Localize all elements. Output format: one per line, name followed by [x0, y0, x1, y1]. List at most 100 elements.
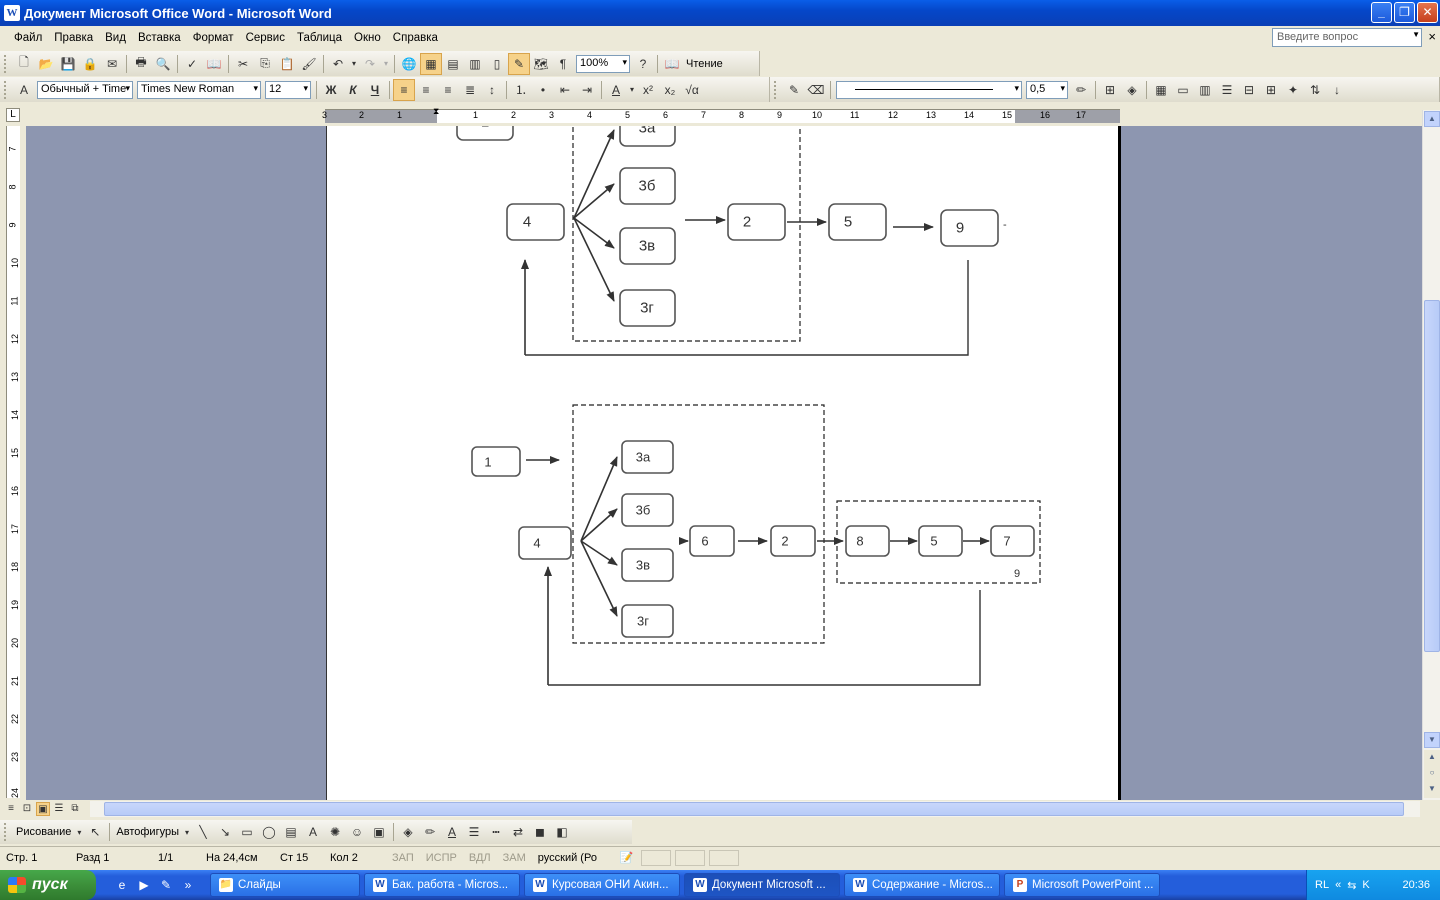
status-extend[interactable]: ВДЛ: [468, 851, 491, 864]
prev-page-icon[interactable]: ▲: [1424, 750, 1440, 766]
zoom-select[interactable]: 100%: [576, 54, 630, 73]
superscript-icon[interactable]: x²: [643, 82, 653, 97]
language-indicator[interactable]: RL: [1315, 879, 1330, 891]
rectangle-icon[interactable]: ▭: [241, 825, 253, 839]
top-node-3v[interactable]: 3в: [619, 227, 676, 265]
status-overtype[interactable]: ЗАМ: [502, 851, 526, 864]
quick-launch-more-icon[interactable]: »: [184, 878, 192, 892]
spelling-icon[interactable]: ✓: [186, 56, 198, 71]
subscript-icon[interactable]: x₂: [664, 82, 676, 97]
columns-icon[interactable]: ▯: [493, 56, 501, 71]
equation-icon[interactable]: √α: [685, 82, 699, 97]
top-node-3a[interactable]: 3а: [619, 126, 676, 147]
menu-view[interactable]: Вид: [105, 32, 126, 44]
split-cells-icon[interactable]: ▥: [1199, 82, 1211, 97]
tab-selector-icon[interactable]: L: [6, 108, 20, 122]
drawing-icon[interactable]: ✎: [508, 52, 530, 75]
insert-table-icon[interactable]: ▤: [447, 56, 459, 71]
top-node-9[interactable]: 9: [940, 209, 999, 247]
borders-icon[interactable]: ⊞: [1104, 82, 1116, 97]
top-node-1[interactable]: 1: [456, 126, 514, 141]
select-objects-icon[interactable]: ↖: [90, 825, 101, 839]
line-style-select[interactable]: [836, 80, 1022, 99]
align-left-icon[interactable]: ≡: [393, 78, 415, 101]
line-spacing-icon[interactable]: ↕: [489, 82, 495, 97]
bottom-node-3v[interactable]: 3в: [621, 548, 674, 582]
toolbar-grip[interactable]: [4, 80, 10, 99]
oval-icon[interactable]: ◯: [262, 825, 276, 839]
justify-icon[interactable]: ≣: [464, 82, 476, 97]
outline-view-icon[interactable]: ☰: [54, 803, 64, 814]
bottom-node-4[interactable]: 4: [518, 526, 572, 560]
draw-table-icon[interactable]: ✎: [788, 82, 800, 97]
spelling-status-icon[interactable]: 📝: [619, 852, 634, 864]
task-powerpoint[interactable]: P Microsoft PowerPoint ...: [1004, 873, 1160, 897]
tray-expand-icon[interactable]: «: [1335, 879, 1342, 891]
vertical-ruler[interactable]: 7 8 9 10 11 12 13 14 15 16 17 18 19 20 2…: [6, 126, 20, 798]
undo-dropdown-icon[interactable]: ▾: [351, 59, 356, 68]
redo-icon[interactable]: ↷: [364, 56, 376, 71]
reading-view-icon[interactable]: ⧉: [71, 803, 79, 814]
font-size-select[interactable]: 12: [265, 80, 311, 99]
bottom-node-5[interactable]: 5: [918, 525, 963, 557]
scroll-up-icon[interactable]: ▲: [1424, 111, 1440, 127]
line-weight-select[interactable]: 0,5: [1026, 80, 1068, 99]
horizontal-scroll-thumb[interactable]: [104, 802, 1404, 816]
bottom-node-6[interactable]: 6: [689, 525, 735, 557]
font-color-icon[interactable]: A: [611, 82, 620, 97]
fill-color-icon[interactable]: ◈: [403, 825, 413, 839]
bottom-node-3a[interactable]: 3а: [621, 440, 674, 474]
increase-indent-icon[interactable]: ⇥: [581, 82, 593, 97]
task-slides[interactable]: 📁 Слайды: [210, 873, 360, 897]
3d-icon[interactable]: ◧: [556, 825, 568, 839]
ask-dropdown-icon[interactable]: ▼: [1412, 30, 1420, 39]
antivirus-icon[interactable]: K: [1362, 879, 1370, 891]
shadow-icon[interactable]: ◼: [535, 825, 545, 839]
bullets-icon[interactable]: •: [540, 82, 546, 97]
align-center-icon[interactable]: ≡: [422, 82, 430, 97]
bottom-node-3b[interactable]: 3б: [621, 493, 674, 527]
permission-icon[interactable]: 🔒: [82, 56, 98, 71]
distribute-rows-icon[interactable]: ⊟: [1243, 82, 1255, 97]
task-current-document[interactable]: W Документ Microsoft ...: [684, 873, 840, 897]
align-right-icon[interactable]: ≡: [444, 82, 452, 97]
browser-icon[interactable]: e: [118, 878, 126, 892]
eraser-icon[interactable]: ⌫: [807, 82, 825, 97]
indent-marker-icon[interactable]: ⧗: [433, 106, 440, 116]
align-cell-icon[interactable]: ☰: [1221, 82, 1233, 97]
dash-style-icon[interactable]: ┅: [492, 825, 500, 839]
close-button[interactable]: ✕: [1417, 2, 1438, 23]
research-icon[interactable]: 📖: [206, 56, 222, 71]
reading-button[interactable]: Чтение: [686, 57, 723, 70]
horizontal-ruler[interactable]: 3 2 1 1 2 3 4 5 6 7 8 9 10 11 12 13 14 1…: [322, 106, 1120, 123]
drawing-dropdown-icon[interactable]: ▾: [77, 827, 82, 837]
insert-table-grid-icon[interactable]: ▦: [1155, 82, 1167, 97]
menu-tools[interactable]: Сервис: [245, 32, 285, 44]
document-close-icon[interactable]: ×: [1428, 29, 1436, 44]
copy-icon[interactable]: ⎘: [260, 56, 270, 70]
toolbar-grip[interactable]: [4, 823, 10, 841]
distribute-columns-icon[interactable]: ⊞: [1265, 82, 1277, 97]
bottom-node-7[interactable]: 7: [990, 525, 1035, 557]
new-document-icon[interactable]: 🗋: [19, 55, 29, 69]
status-language[interactable]: русский (Ро: [537, 851, 597, 864]
tables-borders-icon[interactable]: ▦: [420, 52, 442, 75]
web-view-icon[interactable]: ⊡: [22, 803, 32, 814]
menu-format[interactable]: Формат: [192, 32, 234, 44]
normal-view-icon[interactable]: ≡: [8, 803, 14, 814]
media-player-icon[interactable]: ▶: [139, 878, 149, 892]
wordart-icon[interactable]: A: [308, 825, 317, 839]
menu-file[interactable]: Файл: [14, 32, 43, 44]
status-track-changes[interactable]: ИСПР: [425, 851, 457, 864]
textbox-icon[interactable]: ▤: [285, 825, 297, 839]
underline-icon[interactable]: Ч: [370, 82, 380, 97]
top-node-3g[interactable]: 3г: [619, 289, 676, 327]
task-bachelor-work[interactable]: W Бак. работа - Micros...: [364, 873, 520, 897]
bottom-node-8[interactable]: 8: [845, 525, 890, 557]
bottom-node-3g[interactable]: 3г: [621, 604, 674, 638]
print-layout-icon[interactable]: ▣: [36, 802, 50, 816]
top-node-2[interactable]: 2: [727, 203, 786, 241]
network-icon[interactable]: ⇆: [1347, 879, 1357, 892]
shading-icon[interactable]: ◈: [1127, 82, 1137, 97]
menu-help[interactable]: Справка: [392, 32, 438, 44]
